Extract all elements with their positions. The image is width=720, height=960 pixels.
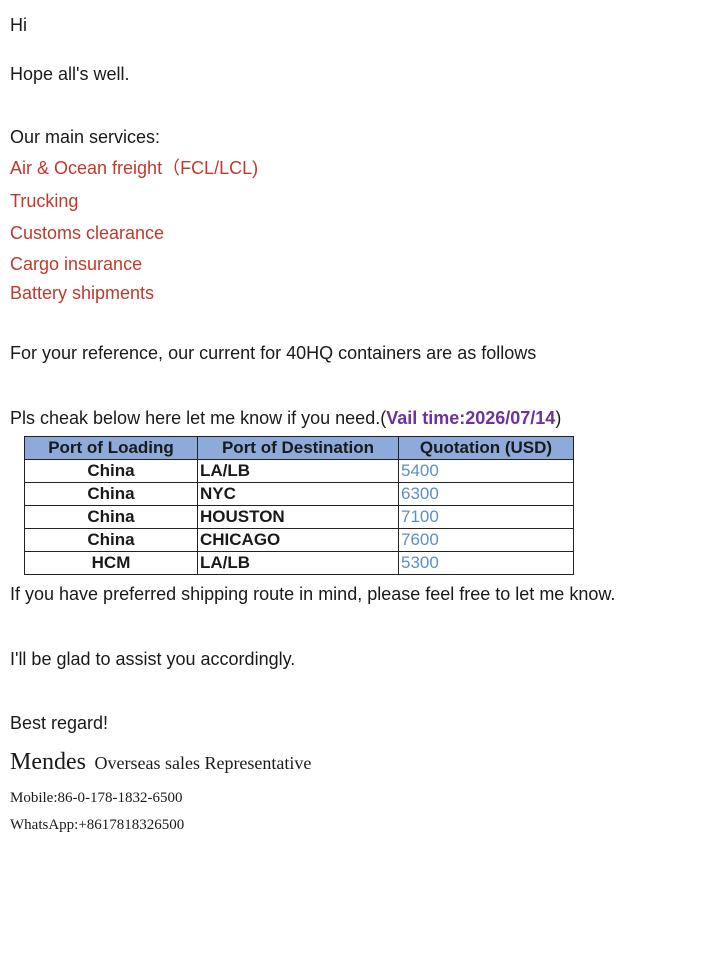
mobile-number: Mobile:86-0-178-1832-6500 bbox=[10, 790, 183, 806]
check-text-main: Pls cheak below here let me know if you … bbox=[10, 408, 387, 428]
table-row: China HOUSTON 7100 bbox=[24, 505, 574, 529]
service-item-customs: Customs clearance bbox=[10, 223, 165, 243]
header-quotation: Quotation (USD) bbox=[398, 436, 574, 460]
services-heading: Our main services: bbox=[10, 127, 161, 147]
validity-time: Vail time:2026/07/14 bbox=[386, 408, 556, 428]
table-row: HCM LA/LB 5300 bbox=[24, 551, 574, 575]
cell-loading: China bbox=[24, 528, 198, 552]
cell-quotation: 7600 bbox=[398, 528, 574, 552]
reference-text: For your reference, our current for 40HQ… bbox=[10, 343, 537, 363]
assist-text: I'll be glad to assist you accordingly. bbox=[10, 649, 296, 669]
check-text: Pls cheak below here let me know if you … bbox=[10, 407, 561, 429]
cell-loading: China bbox=[24, 459, 198, 483]
cell-quotation: 6300 bbox=[398, 482, 574, 506]
preferred-route-text: If you have preferred shipping route in … bbox=[10, 584, 616, 604]
service-item-trucking: Trucking bbox=[10, 191, 79, 211]
table-row: China CHICAGO 7600 bbox=[24, 528, 574, 552]
table-row: China LA/LB 5400 bbox=[24, 459, 574, 483]
whatsapp-number: WhatsApp:+8617818326500 bbox=[10, 817, 185, 833]
service-item-freight: Air & Ocean freight（FCL/LCL) bbox=[10, 158, 259, 178]
wellwish-text: Hope all's well. bbox=[10, 64, 130, 84]
cell-destination: LA/LB bbox=[197, 459, 399, 483]
table-row: China NYC 6300 bbox=[24, 482, 574, 506]
quotation-table: Port of Loading Port of Destination Quot… bbox=[24, 436, 574, 575]
cell-loading: HCM bbox=[24, 551, 198, 575]
cell-destination: CHICAGO bbox=[197, 528, 399, 552]
check-text-close: ) bbox=[555, 408, 562, 428]
cell-quotation: 5400 bbox=[398, 459, 574, 483]
greeting: Hi bbox=[10, 15, 27, 35]
cell-quotation: 7100 bbox=[398, 505, 574, 529]
header-port-of-destination: Port of Destination bbox=[197, 436, 399, 460]
signature-title: Overseas sales Representative bbox=[94, 753, 312, 773]
service-item-battery: Battery shipments bbox=[10, 283, 155, 303]
cell-loading: China bbox=[24, 505, 198, 529]
cell-destination: LA/LB bbox=[197, 551, 399, 575]
signature-name: Mendes bbox=[10, 749, 86, 775]
header-port-of-loading: Port of Loading bbox=[24, 436, 198, 460]
table-header-row: Port of Loading Port of Destination Quot… bbox=[24, 436, 574, 460]
cell-quotation: 5300 bbox=[398, 551, 574, 575]
cell-loading: China bbox=[24, 482, 198, 506]
signature-line: Mendes Overseas sales Representative bbox=[10, 748, 311, 777]
service-item-insurance: Cargo insurance bbox=[10, 254, 143, 274]
cell-destination: HOUSTON bbox=[197, 505, 399, 529]
cell-destination: NYC bbox=[197, 482, 399, 506]
closing-text: Best regard! bbox=[10, 713, 109, 733]
